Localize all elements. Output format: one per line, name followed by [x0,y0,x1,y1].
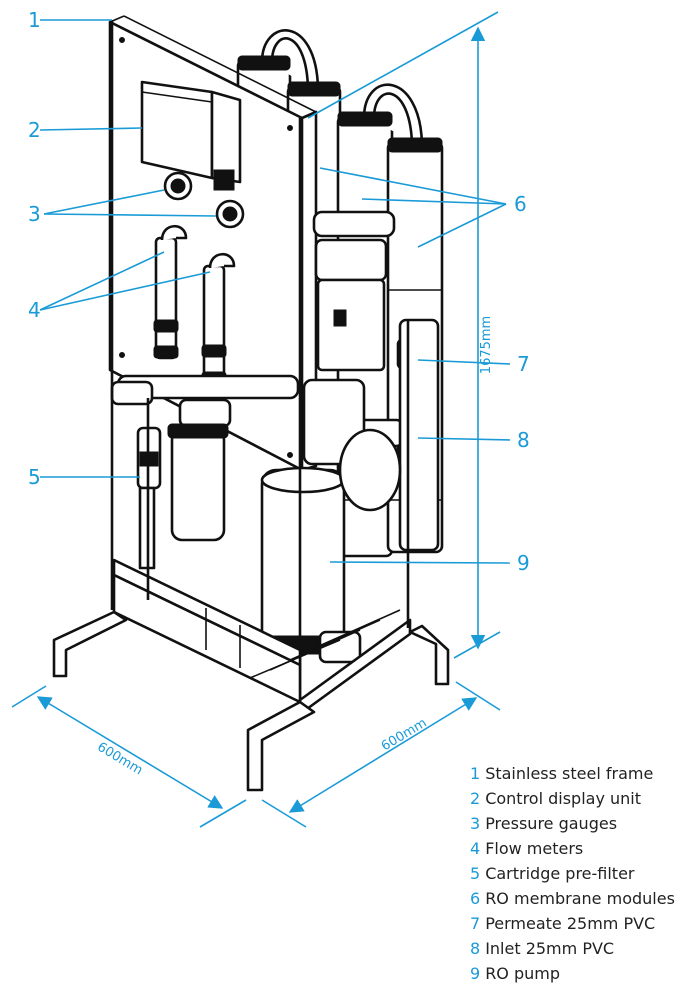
legend-text: Flow meters [485,839,584,858]
callout-4: 4 [28,298,41,322]
frame-base [52,20,450,792]
control-display-box [140,80,242,191]
legend-text: Control display unit [485,789,642,808]
legend-num: 6 [470,889,481,908]
ro-pump [257,378,402,664]
legend-num: 8 [470,939,481,958]
callout-1: 1 [28,8,41,32]
dimension-height: 1675mm [307,11,501,659]
legend-text: Stainless steel frame [485,764,654,783]
pipework-lower [110,374,300,428]
ro-unit-illustration [52,15,450,792]
legend-num: 4 [470,839,481,858]
legend-text: Cartridge pre-filter [485,864,635,883]
legend-text: Inlet 25mm PVC [485,939,615,958]
legend-text: Permeate 25mm PVC [485,914,656,933]
flow-meter-icons [153,224,236,388]
pressure-gauge-icons [163,171,245,229]
callout-6: 6 [514,192,527,216]
legend-text: Pressure gauges [485,814,618,833]
callout-8: 8 [517,428,530,452]
legend-num: 7 [470,914,481,933]
legend-num: 9 [470,964,481,983]
legend-text: RO pump [485,964,561,983]
dimension-height-label: 1675mm [479,316,494,374]
callout-3: 3 [28,202,41,226]
legend-num: 5 [470,864,481,883]
legend-num: 3 [470,814,481,833]
legend-num: 2 [470,789,481,808]
callout-7: 7 [517,352,530,376]
legend-text: RO membrane modules [485,889,675,908]
callout-2: 2 [28,118,41,142]
callout-numbers: 1 2 3 4 5 6 7 8 9 [28,8,530,575]
cartridge-prefilter [136,423,229,570]
callout-5: 5 [28,465,41,489]
dimension-width-right-label: 600mm [379,716,430,755]
legend-num: 1 [470,764,481,783]
dimension-width-left: 600mm [11,685,247,828]
callout-9: 9 [517,551,530,575]
callout-leaders [39,19,511,564]
